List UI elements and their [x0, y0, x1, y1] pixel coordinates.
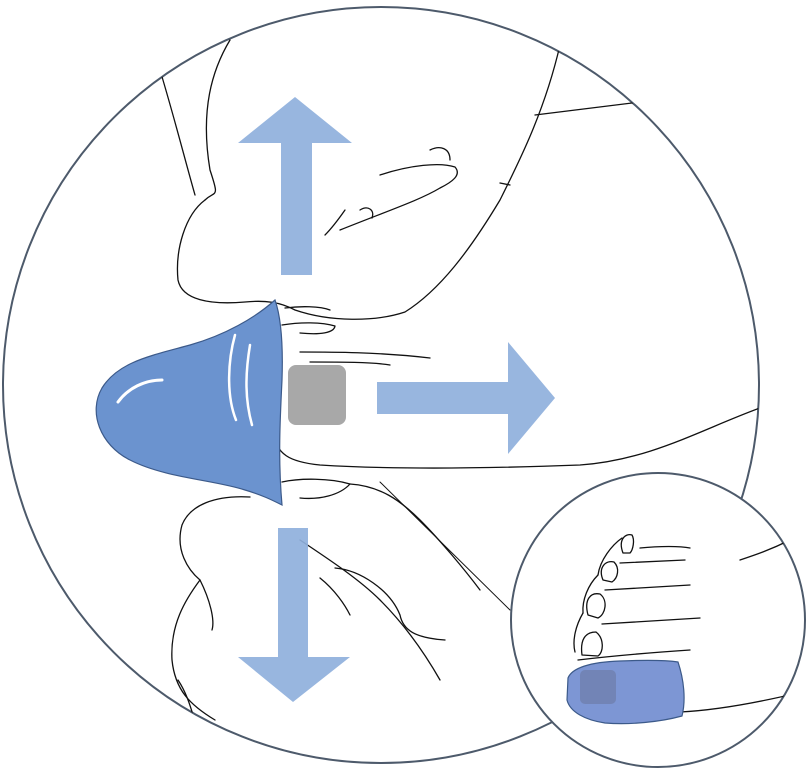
arrow-up-icon	[238, 97, 352, 275]
arrow-down-icon	[238, 528, 350, 702]
inset-foot-illustration	[566, 534, 805, 725]
connector-line	[379, 481, 511, 611]
inset-toenail	[580, 670, 616, 704]
arrow-right-icon	[377, 342, 555, 454]
silicone-toe-cap	[95, 298, 283, 507]
upper-hand	[159, 39, 641, 335]
lower-hand	[171, 478, 481, 721]
toenail	[288, 365, 346, 425]
main-illustration	[95, 39, 759, 721]
